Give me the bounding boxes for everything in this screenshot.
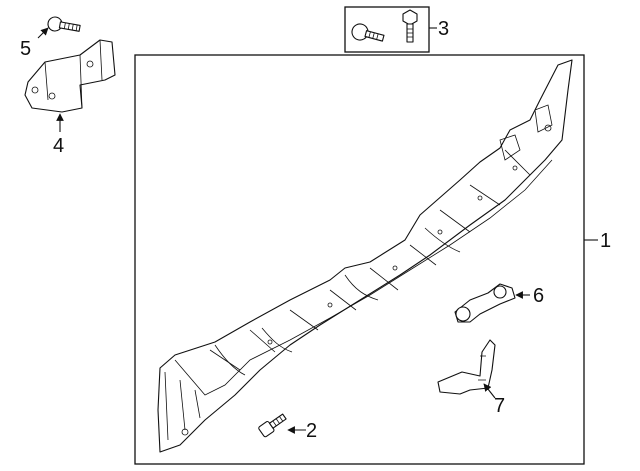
part-2-bolt[interactable] [258,412,288,438]
part-3-frame [344,6,430,53]
callout-6: 6 [533,285,544,307]
part-6-clip[interactable] [454,283,516,323]
callout-5: 5 [20,38,31,60]
callout-7: 7 [494,395,505,417]
part-5-bolt[interactable] [47,16,81,35]
part-3-screw[interactable] [350,22,385,46]
callout-2: 2 [306,420,317,442]
callout-3: 3 [438,18,449,40]
assembly-frame [134,54,585,465]
part-1-rear-panel[interactable] [157,59,573,453]
part-3-bolt[interactable] [402,9,418,43]
callout-4: 4 [53,135,64,157]
part-7-retainer[interactable] [437,339,496,395]
callout-1: 1 [600,230,611,252]
leader-line-5 [37,27,49,39]
part-4-bracket[interactable] [24,39,116,113]
leader-line-7 [483,383,496,399]
